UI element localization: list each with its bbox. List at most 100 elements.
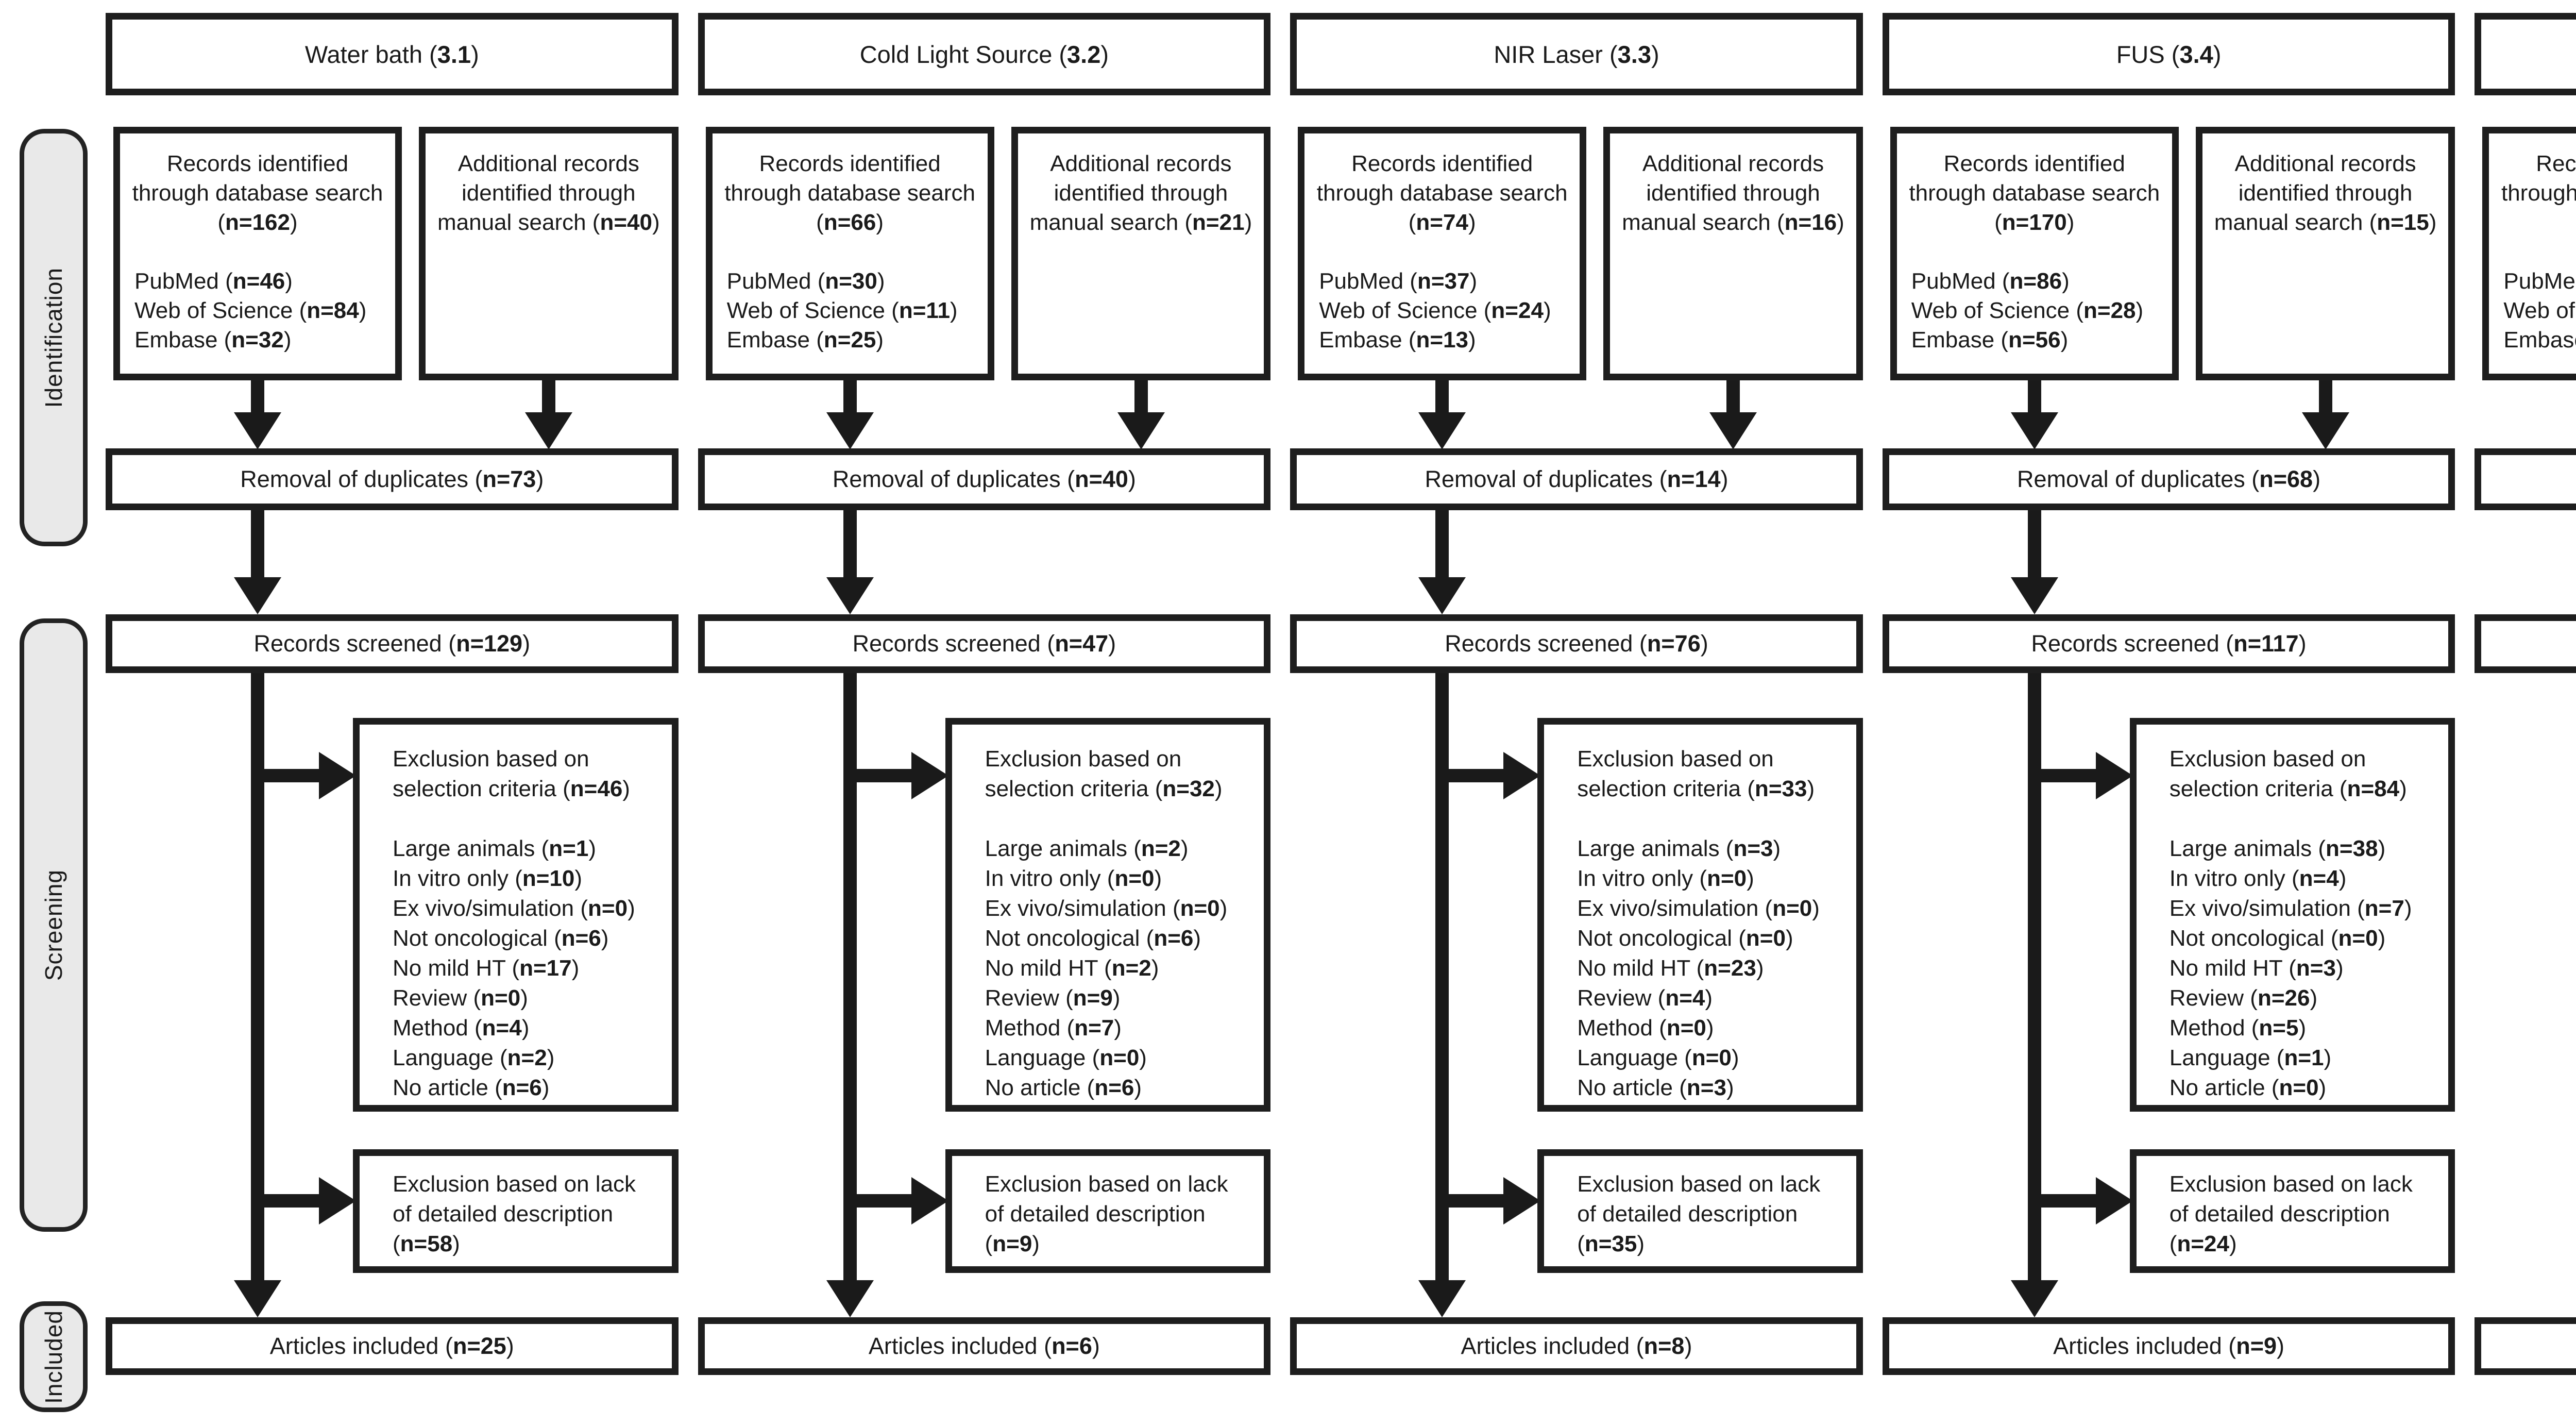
spacer — [2170, 804, 2436, 834]
duplicates-text: Removal of duplicates (n=14) — [1425, 466, 1728, 492]
column-header: NIR Laser (3.3) — [1290, 13, 1863, 95]
exclusion-criteria-title: Exclusion based on selection criteria (n… — [2169, 746, 2407, 801]
spacer — [985, 804, 1252, 834]
arrow-down-icon — [234, 1280, 281, 1317]
exclusion-item-not-oncological: Not oncological (n=6) — [393, 926, 609, 951]
duplicates-box: Removal of duplicates (n=40) — [698, 448, 1271, 510]
arrow-right-icon — [251, 1194, 319, 1208]
screened-box: Records screened (n=76) — [1290, 614, 1863, 673]
stage-label-screening-text: Screening — [40, 869, 67, 981]
source-web-of-science: Web of Science (n=28) — [1911, 298, 2144, 323]
arrow-right-icon — [1503, 1177, 1541, 1225]
arrow-down-icon — [251, 510, 264, 578]
arrow-right-icon — [843, 769, 911, 782]
arrow-down-icon — [1709, 412, 1757, 449]
database-search-title: Records identified through database sear… — [2501, 151, 2576, 206]
screened-text: Records screened (n=76) — [1445, 630, 1708, 657]
arrow-down-icon — [1418, 577, 1466, 614]
source-web-of-science: Web of Science (n=11) — [726, 298, 958, 323]
stage-label-included: Included — [20, 1301, 88, 1412]
column-header: FUS (3.4) — [1882, 13, 2455, 95]
database-search-title: Records identified through database sear… — [132, 151, 383, 235]
exclusion-item-method: Method (n=7) — [985, 1015, 1122, 1041]
exclusion-item-language: Language (n=2) — [393, 1045, 555, 1070]
source-pubmed: PubMed (n=86) — [1911, 269, 2070, 294]
exclusion-criteria-title: Exclusion based on selection criteria (n… — [393, 746, 630, 801]
source-embase: Embase (n=13) — [1319, 327, 1476, 353]
screened-box: Records screened (n=129) — [106, 614, 679, 673]
arrow-right-icon — [1435, 1194, 1504, 1208]
duplicates-text: Removal of duplicates (n=73) — [240, 466, 544, 492]
database-search-title: Records identified through database sear… — [1316, 151, 1568, 235]
screened-box: Records screened (n=117) — [1882, 614, 2455, 673]
database-search-box: Records identified through database sear… — [113, 127, 402, 380]
arrow-down-icon — [234, 577, 281, 614]
exclusion-criteria-box: Exclusion based on selection criteria (n… — [2129, 718, 2455, 1112]
arrow-down-icon — [1435, 673, 1449, 1280]
exclusion-item-large-animals: Large animals (n=1) — [393, 836, 596, 861]
exclusion-item-no-article: No article (n=6) — [393, 1075, 550, 1100]
exclusion-detail-box: Exclusion based on lack of detailed desc… — [1537, 1149, 1863, 1273]
arrow-right-icon — [251, 769, 319, 782]
exclusion-item-large-animals: Large animals (n=38) — [2169, 836, 2386, 861]
spacer — [1577, 804, 1844, 834]
exclusion-criteria-box: Exclusion based on selection criteria (n… — [945, 718, 1271, 1112]
arrow-right-icon — [1503, 752, 1541, 799]
manual-search-title: Additional records identified through ma… — [2214, 151, 2437, 235]
exclusion-item-in-vitro-only: In vitro only (n=10) — [393, 866, 583, 891]
included-text: Articles included (n=8) — [1461, 1333, 1692, 1359]
arrow-down-icon — [1117, 412, 1165, 449]
exclusion-item-language: Language (n=1) — [2169, 1045, 2332, 1070]
duplicates-box: Removal of duplicates (n=54) — [2475, 448, 2576, 510]
exclusion-item-no-article: No article (n=6) — [985, 1075, 1142, 1100]
exclusion-item-ex-vivo-simulation: Ex vivo/simulation (n=0) — [393, 896, 635, 921]
screened-text: Records screened (n=47) — [852, 630, 1116, 657]
column-header-title: NIR Laser (3.3) — [1494, 40, 1659, 68]
arrow-right-icon — [2095, 752, 2133, 799]
exclusion-detail-box: Exclusion based on lack of detailed desc… — [353, 1149, 679, 1273]
exclusion-item-no-mild-ht: No mild HT (n=2) — [985, 955, 1159, 981]
exclusion-item-language: Language (n=0) — [985, 1045, 1147, 1070]
column-header-title: FUS (3.4) — [2116, 40, 2222, 68]
exclusion-item-review: Review (n=4) — [1577, 985, 1713, 1011]
source-embase: Embase (n=25) — [726, 327, 884, 353]
exclusion-criteria-box: Exclusion based on selection criteria (n… — [1537, 718, 1863, 1112]
exclusion-item-ex-vivo-simulation: Ex vivo/simulation (n=0) — [985, 896, 1228, 921]
exclusion-item-review: Review (n=0) — [393, 985, 528, 1011]
exclusion-item-no-mild-ht: No mild HT (n=17) — [393, 955, 580, 981]
arrow-down-icon — [843, 380, 857, 413]
duplicates-text: Removal of duplicates (n=68) — [2017, 466, 2321, 492]
included-box: Articles included (n=25) — [106, 1317, 679, 1375]
exclusion-criteria-title: Exclusion based on selection criteria (n… — [1577, 746, 1815, 801]
exclusion-detail-title: Exclusion based on lack of detailed desc… — [393, 1171, 636, 1256]
included-text: Articles included (n=6) — [868, 1333, 1100, 1359]
database-source-list: PubMed (n=30) Web of Science (n=11) Emba… — [722, 266, 978, 355]
source-pubmed: PubMed (n=39) — [2503, 269, 2576, 294]
exclusion-item-review: Review (n=9) — [985, 985, 1121, 1011]
column-header-title: Cold Light Source (3.2) — [859, 40, 1109, 68]
exclusion-detail-title: Exclusion based on lack of detailed desc… — [985, 1171, 1228, 1256]
arrow-down-icon — [1435, 380, 1449, 413]
exclusion-item-not-oncological: Not oncological (n=0) — [2169, 926, 2386, 951]
database-search-box: Records identified through database sear… — [2482, 127, 2576, 380]
stage-label-identification: Identification — [20, 129, 88, 546]
arrow-down-icon — [843, 673, 857, 1280]
arrow-down-icon — [2301, 412, 2349, 449]
arrow-down-icon — [542, 380, 555, 413]
stage-label-screening: Screening — [20, 618, 88, 1232]
exclusion-item-no-article: No article (n=0) — [2169, 1075, 2327, 1100]
source-pubmed: PubMed (n=30) — [726, 269, 885, 294]
method-column: Capacitive (3.5) Records identified thro… — [2475, 0, 2576, 1425]
exclusion-item-not-oncological: Not oncological (n=6) — [985, 926, 1201, 951]
included-box: Articles included (n=7) — [2475, 1317, 2576, 1375]
exclusion-item-in-vitro-only: In vitro only (n=4) — [2169, 866, 2347, 891]
exclusion-item-in-vitro-only: In vitro only (n=0) — [985, 866, 1162, 891]
arrow-down-icon — [2027, 380, 2041, 413]
method-column: NIR Laser (3.3) Records identified throu… — [1290, 0, 1863, 1425]
exclusion-item-large-animals: Large animals (n=2) — [985, 836, 1189, 861]
method-column: FUS (3.4) Records identified through dat… — [1882, 0, 2455, 1425]
included-box: Articles included (n=8) — [1290, 1317, 1863, 1375]
database-search-box: Records identified through database sear… — [1298, 127, 1587, 380]
manual-search-title: Additional records identified through ma… — [1029, 151, 1252, 235]
manual-search-title: Additional records identified through ma… — [1622, 151, 1844, 235]
